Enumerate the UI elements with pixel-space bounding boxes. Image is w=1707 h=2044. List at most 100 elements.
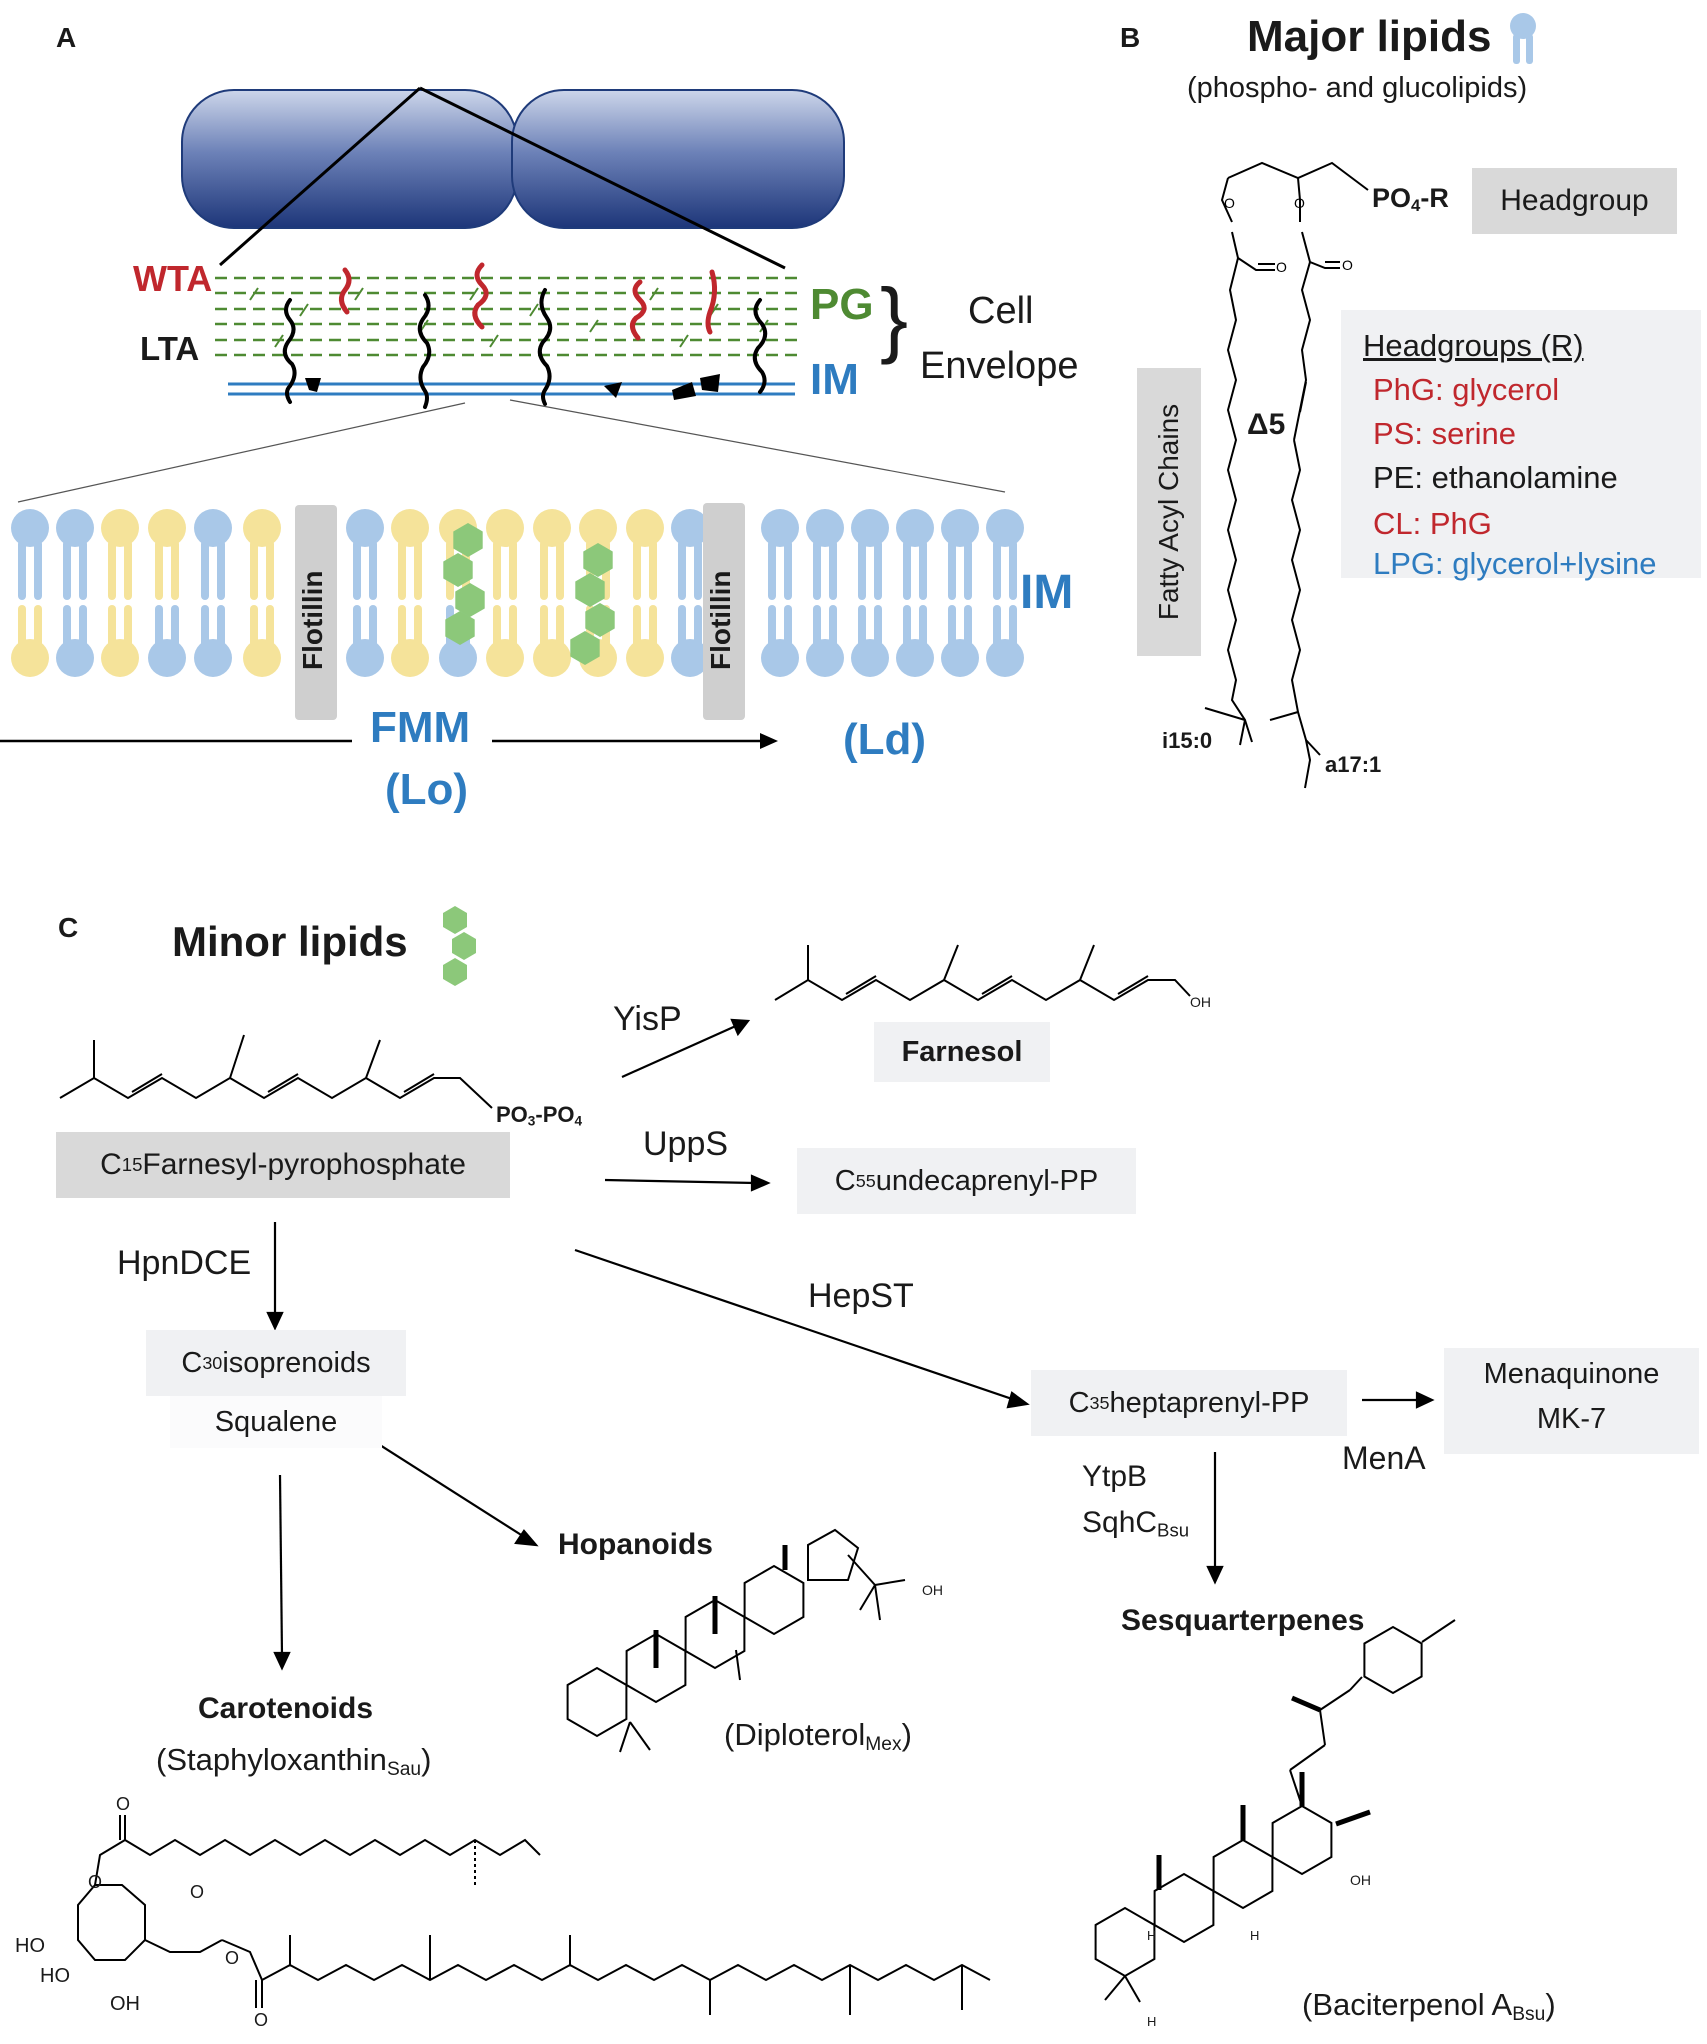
- baciterpenol-oh: OH: [1350, 1872, 1371, 1888]
- hopanoid-hexagon: [583, 543, 613, 577]
- staph-ho-2: HO: [40, 1965, 70, 1987]
- headgroup-item: PE: ethanolamine: [1373, 460, 1618, 495]
- lipid-molecule: [79, 540, 87, 600]
- mena-label: MenA: [1342, 1440, 1426, 1476]
- ring: [1212, 1838, 1274, 1910]
- delta5-label: Δ5: [1247, 408, 1286, 441]
- staph-o-3: O: [190, 1882, 205, 1902]
- lipid-molecule: [941, 639, 979, 677]
- a17-label: a17:1: [1325, 752, 1382, 777]
- hepst-label: HepST: [808, 1277, 914, 1315]
- lipid-molecule: [414, 540, 422, 600]
- staphyloxanthin-structure: [77, 1815, 991, 2015]
- lipid-molecule: [243, 509, 281, 547]
- panel-a-label: A: [56, 22, 77, 53]
- lipid-molecule: [201, 540, 209, 600]
- bond: [629, 1721, 651, 1751]
- lipid-molecule: [346, 639, 384, 677]
- headgroups-panel: Headgroups (R) PhG: glycerol PS: serine …: [1341, 310, 1701, 581]
- envelope-label-line2: Envelope: [920, 345, 1079, 387]
- bond: [1124, 1975, 1141, 2003]
- carotenoids-label: Carotenoids: [198, 1692, 374, 1725]
- ring: [1094, 1906, 1156, 1978]
- lipid-molecule: [243, 639, 281, 677]
- lipid-molecule: [171, 540, 179, 600]
- major-lipids-subtitle: (phospho- and glucolipids): [1187, 72, 1528, 104]
- fatty-acyl-box: Fatty Acyl Chains: [1137, 368, 1201, 656]
- baciterpenol-label: (Baciterpenol ABsu): [1302, 1987, 1556, 2025]
- lipid-molecule: [858, 540, 866, 600]
- lipid-molecule: [851, 639, 889, 677]
- lipid-molecule: [148, 509, 186, 547]
- flotillin-label-2: Flotillin: [705, 570, 737, 670]
- lipid-molecule: [486, 509, 524, 547]
- lipid-molecule: [829, 540, 837, 600]
- lipid-molecule: [874, 540, 882, 600]
- lipid-molecule: [101, 639, 139, 677]
- bond: [1421, 1619, 1456, 1643]
- envelope-label-line1: Cell: [968, 290, 1034, 332]
- staph-o-2: O: [88, 1872, 103, 1892]
- headgroup-item: LPG: glycerol+lysine: [1373, 546, 1657, 581]
- headgroup-box: Headgroup: [1472, 168, 1677, 234]
- bond: [1335, 1809, 1371, 1827]
- lipid-molecule: [626, 639, 664, 677]
- pathway-arrows: [266, 1018, 1435, 1671]
- lipid-molecule: [941, 509, 979, 547]
- lipid-molecule: [903, 540, 911, 600]
- lipid-molecule: [266, 540, 274, 600]
- lipid-molecule: [851, 509, 889, 547]
- lipid-molecule: [986, 639, 1024, 677]
- diploterol-structure: [566, 1528, 906, 1753]
- lipid-molecule: [540, 540, 548, 600]
- lipid-molecule: [108, 540, 116, 600]
- staph-oh: OH: [110, 1993, 140, 2015]
- sqhc-label: SqhCBsu: [1082, 1506, 1190, 1541]
- bond: [1289, 1744, 1326, 1771]
- lipid-molecule: [250, 540, 258, 600]
- lipid-molecule: [626, 509, 664, 547]
- headgroup-item: CL: PhG: [1373, 506, 1492, 541]
- lipid-molecule: [806, 639, 844, 677]
- lipid-icon: [1510, 13, 1536, 64]
- lipid-molecule: [34, 540, 42, 600]
- svg-text:O: O: [1294, 195, 1305, 211]
- hopanoid-hexagon: [443, 553, 473, 587]
- lipid-molecule: [369, 540, 377, 600]
- lipid-molecule: [896, 509, 934, 547]
- im-label: IM: [810, 355, 859, 404]
- hopanoid-hexagon: [453, 523, 483, 557]
- lipid-molecule: [56, 509, 94, 547]
- lipid-molecule: [579, 509, 617, 547]
- lipid-molecule: [391, 509, 429, 547]
- lipid-molecule: [11, 639, 49, 677]
- pg-label: PG: [810, 280, 874, 329]
- lipid-molecule: [194, 639, 232, 677]
- svg-text:O: O: [1224, 195, 1235, 211]
- hopanoid-icon: [443, 906, 476, 986]
- i15-label: i15:0: [1162, 728, 1213, 753]
- bond: [1104, 1975, 1126, 2001]
- lipid-molecule: [986, 509, 1024, 547]
- hopanoid-hexagon: [455, 583, 485, 617]
- bond: [1349, 1676, 1363, 1691]
- lipid-molecule: [694, 540, 702, 600]
- lipid-molecule: [806, 509, 844, 547]
- fpp-phosphate-label: PO3-PO4: [496, 1102, 583, 1129]
- fmm-label: FMM: [370, 703, 471, 752]
- flotillin-box-2: [703, 503, 745, 720]
- ld-label: (Ld): [843, 715, 927, 764]
- svg-text:O: O: [1276, 259, 1287, 275]
- ring: [1271, 1804, 1333, 1876]
- bond: [874, 1579, 906, 1586]
- yisp-label: YisP: [613, 1000, 682, 1038]
- lipid-molecule: [1009, 540, 1017, 600]
- farnesyl-pyrophosphate-structure: [59, 1034, 493, 1109]
- farnesol-oh: OH: [1190, 994, 1211, 1010]
- lipid-molecule: [948, 540, 956, 600]
- bond: [1291, 1695, 1321, 1713]
- lipid-molecule: [768, 540, 776, 600]
- upps-label: UppS: [643, 1125, 729, 1163]
